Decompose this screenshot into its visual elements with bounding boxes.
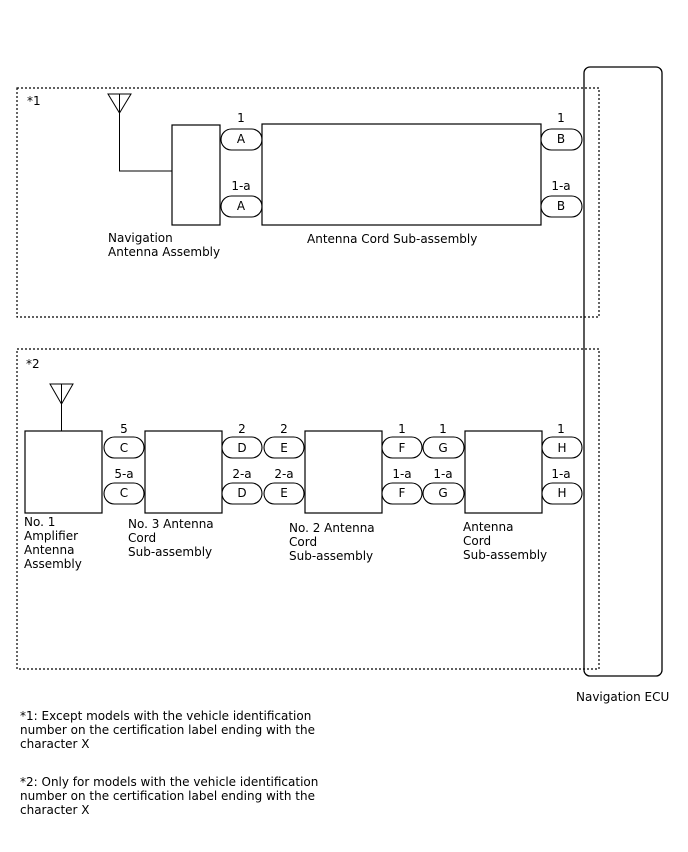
connector-h-bottom-label: H [557,486,566,500]
connector-a-bottom-label: A [237,199,246,213]
connector-c-top [103,436,145,459]
amp-antenna-icon [49,383,74,431]
connector-c-bottom-label: C [120,486,128,500]
connector-c-top-label: C [120,441,128,455]
navigation-ecu-box [583,66,663,677]
pin-f-top: 1 [398,422,406,436]
navigation-antenna-label-2: Antenna Assembly [108,245,220,259]
amplifier-label-3: Antenna [24,543,74,557]
antenna-cord-box-bottom [464,430,543,514]
connector-e-top-label: E [280,441,288,455]
connector-f-bottom-label: F [399,486,406,500]
no3-antenna-cord-box [144,430,223,514]
connector-a-top-label: A [237,132,246,146]
no3-cord-label-3: Sub-assembly [128,545,212,559]
antenna-cord-label-2: Cord [463,534,491,548]
no3-cord-label-1: No. 3 Antenna [128,517,214,531]
pin-h-bottom: 1-a [551,467,570,481]
no2-cord-label-3: Sub-assembly [289,549,373,563]
variant-2-marker: *2 [26,357,40,371]
connector-h-top [541,436,583,459]
antenna-cord-label-3: Sub-assembly [463,548,547,562]
pin-b-top: 1 [557,111,565,125]
variant-1-marker: *1 [27,94,41,108]
pin-d-bottom: 2-a [232,467,251,481]
pin-a-top: 1 [237,111,245,125]
pin-c-bottom: 5-a [114,467,133,481]
no2-cord-label-2: Cord [289,535,317,549]
connector-c-bottom [103,482,145,505]
connector-f-top [381,436,423,459]
connector-d-bottom [221,482,263,505]
connector-e-top [263,436,305,459]
pin-f-bottom: 1-a [392,467,411,481]
amplifier-antenna-box [24,430,103,514]
connector-e-bottom-label: E [280,486,288,500]
connector-g-bottom-label: G [438,486,447,500]
no2-cord-label-1: No. 2 Antenna [289,521,375,535]
connector-e-bottom [263,482,305,505]
connector-h-top-label: H [557,441,566,455]
variant-1-frame [16,87,600,318]
nav-antenna-icon [107,93,172,172]
amplifier-label-2: Amplifier [24,529,78,543]
amplifier-label-4: Assembly [24,557,82,571]
pin-g-bottom: 1-a [433,467,452,481]
connector-b-top-label: B [557,132,565,146]
amplifier-label-1: No. 1 [24,515,55,529]
connector-b-top [540,128,583,151]
navigation-antenna-assembly-box [171,124,221,226]
pin-e-top: 2 [280,422,288,436]
footnote-1: *1: Except models with the vehicle ident… [20,709,315,751]
pin-b-bottom: 1-a [551,179,570,193]
pin-a-bottom: 1-a [231,179,250,193]
pin-d-top: 2 [238,422,246,436]
connector-h-bottom [541,482,583,505]
navigation-antenna-label-1: Navigation [108,231,173,245]
no2-antenna-cord-box [304,430,383,514]
connector-d-top [221,436,263,459]
connector-d-bottom-label: D [237,486,246,500]
connector-f-bottom [381,482,423,505]
antenna-cord-label-top: Antenna Cord Sub-assembly [307,232,477,246]
footnote-2: *2: Only for models with the vehicle ide… [20,775,319,817]
connector-g-top-label: G [438,441,447,455]
variant-2-frame [16,348,600,670]
pin-g-top: 1 [439,422,447,436]
connector-b-bottom [540,195,583,218]
pin-c-top: 5 [120,422,128,436]
no3-cord-label-2: Cord [128,531,156,545]
navigation-ecu-label: Navigation ECU [576,690,669,704]
connector-g-top [422,436,465,459]
antenna-cord-label-1: Antenna [463,520,513,534]
connector-g-bottom [422,482,465,505]
pin-h-top: 1 [557,422,565,436]
connector-f-top-label: F [399,441,406,455]
connector-d-top-label: D [237,441,246,455]
connector-b-bottom-label: B [557,199,565,213]
pin-e-bottom: 2-a [274,467,293,481]
antenna-cord-box-top [261,123,542,226]
